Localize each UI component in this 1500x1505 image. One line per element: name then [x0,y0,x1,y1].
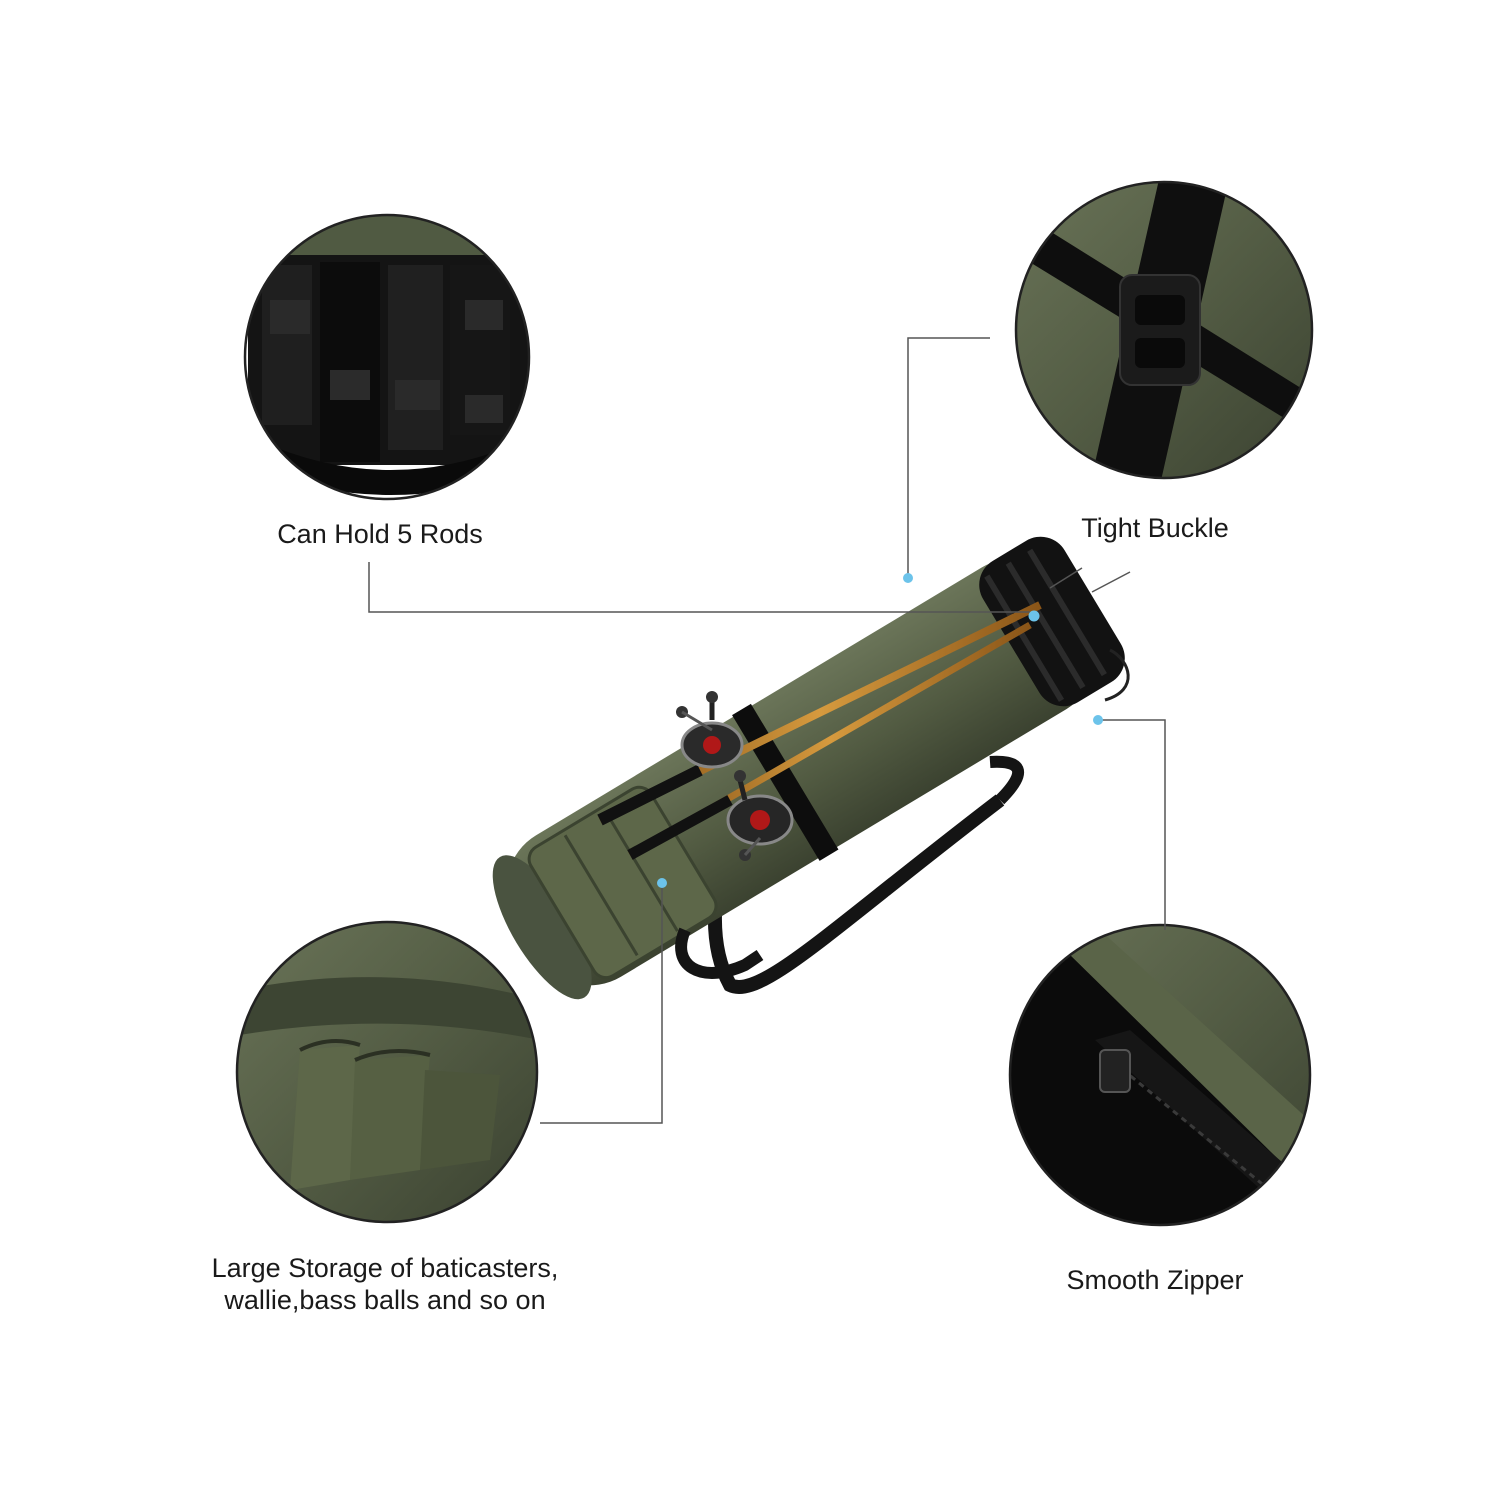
feature-label-storage: Large Storage of baticasters, wallie,bas… [150,1252,620,1316]
leader-rods [368,562,1030,613]
pointer-dots [657,573,1103,888]
rods-detail-photo [243,213,531,501]
storage-label-line2: wallie,bass balls and so on [224,1285,546,1315]
feature-label-buckle: Tight Buckle [1010,512,1300,544]
leader-buckle [907,337,990,578]
arrow-line-1 [1049,567,1083,589]
feature-label-zipper: Smooth Zipper [1010,1264,1300,1296]
dot-storage [657,878,667,888]
rods-label-text: Can Hold 5 Rods [277,519,483,549]
buckle-detail-photo [1014,180,1314,480]
zipper-label-text: Smooth Zipper [1066,1265,1244,1295]
zipper-detail-photo [1008,923,1312,1227]
leader-zipper [1100,719,1166,930]
leader-lines [368,337,1166,1124]
storage-label-line1: Large Storage of baticasters, [211,1253,559,1283]
dot-buckle [903,573,913,583]
dot-zipper [1093,715,1103,725]
storage-detail-photo [235,920,539,1224]
dot-rods [1028,610,1040,622]
reel-lower [726,770,794,861]
buckle-label-text: Tight Buckle [1081,513,1229,543]
leader-storage [540,883,663,1124]
rod-bag-main-photo [492,536,1130,1000]
arrow-line-2 [1091,571,1131,593]
feature-label-rods: Can Hold 5 Rods [230,518,530,550]
reel-upper [676,691,744,769]
